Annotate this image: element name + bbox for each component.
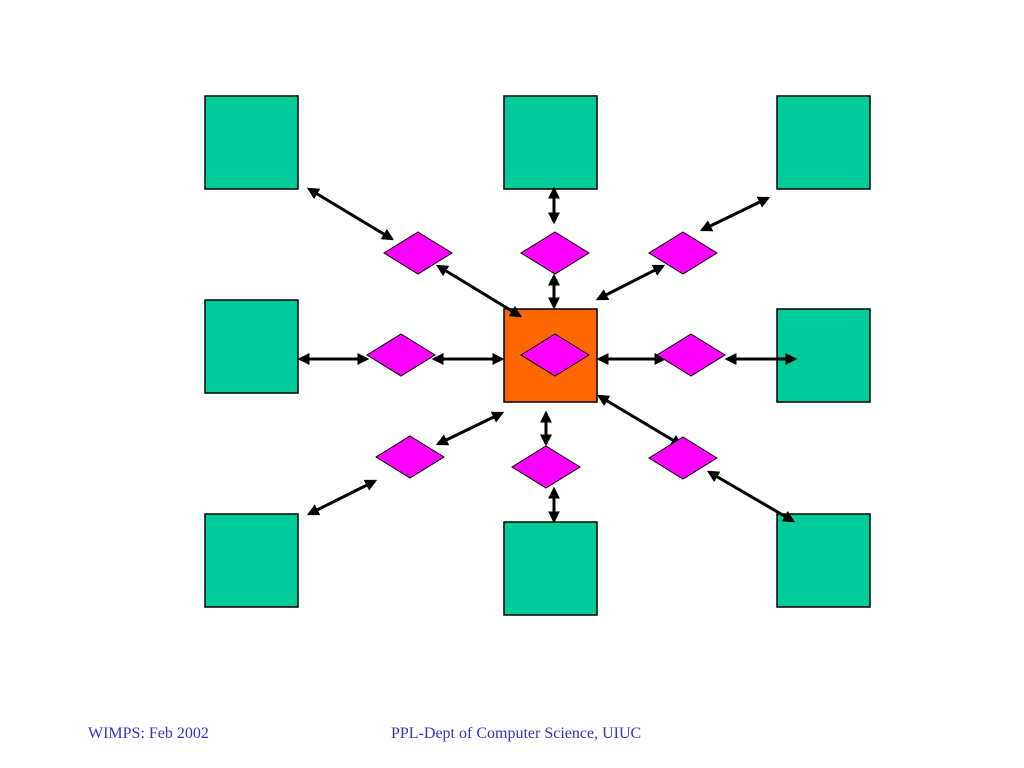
connector-middle-left <box>366 333 436 377</box>
node-bottom-left <box>204 513 299 608</box>
node-bottom-right <box>776 513 871 608</box>
connector-top-right <box>648 231 718 275</box>
connector-center <box>520 333 590 377</box>
arrow-top-left-outer <box>306 187 395 241</box>
connector-top-left <box>383 231 453 275</box>
arrow-top-right-outer <box>699 196 771 232</box>
node-top-right <box>776 95 871 190</box>
footer-date: WIMPS: Feb 2002 <box>88 725 209 742</box>
arrow-top-right-inner <box>595 264 666 301</box>
connector-top-center <box>520 231 590 275</box>
node-top-left <box>204 95 299 190</box>
arrow-bottom-left-outer <box>306 479 378 516</box>
node-middle-right <box>776 308 871 403</box>
connector-bottom-center <box>511 445 581 489</box>
node-bottom-center <box>503 521 598 616</box>
connector-bottom-left <box>375 435 445 479</box>
arrow-bottom-left-inner <box>435 411 505 446</box>
connector-middle-right <box>656 333 726 377</box>
arrow-bottom-right-inner <box>596 394 684 447</box>
connector-bottom-right <box>648 436 718 480</box>
footer-affiliation: PPL-Dept of Computer Science, UIUC <box>391 725 642 742</box>
arrow-bottom-right-outer <box>706 470 796 523</box>
node-middle-left <box>204 299 299 394</box>
node-top-center <box>503 95 598 190</box>
arrow-top-left-inner <box>435 264 523 318</box>
arrows <box>297 186 798 524</box>
